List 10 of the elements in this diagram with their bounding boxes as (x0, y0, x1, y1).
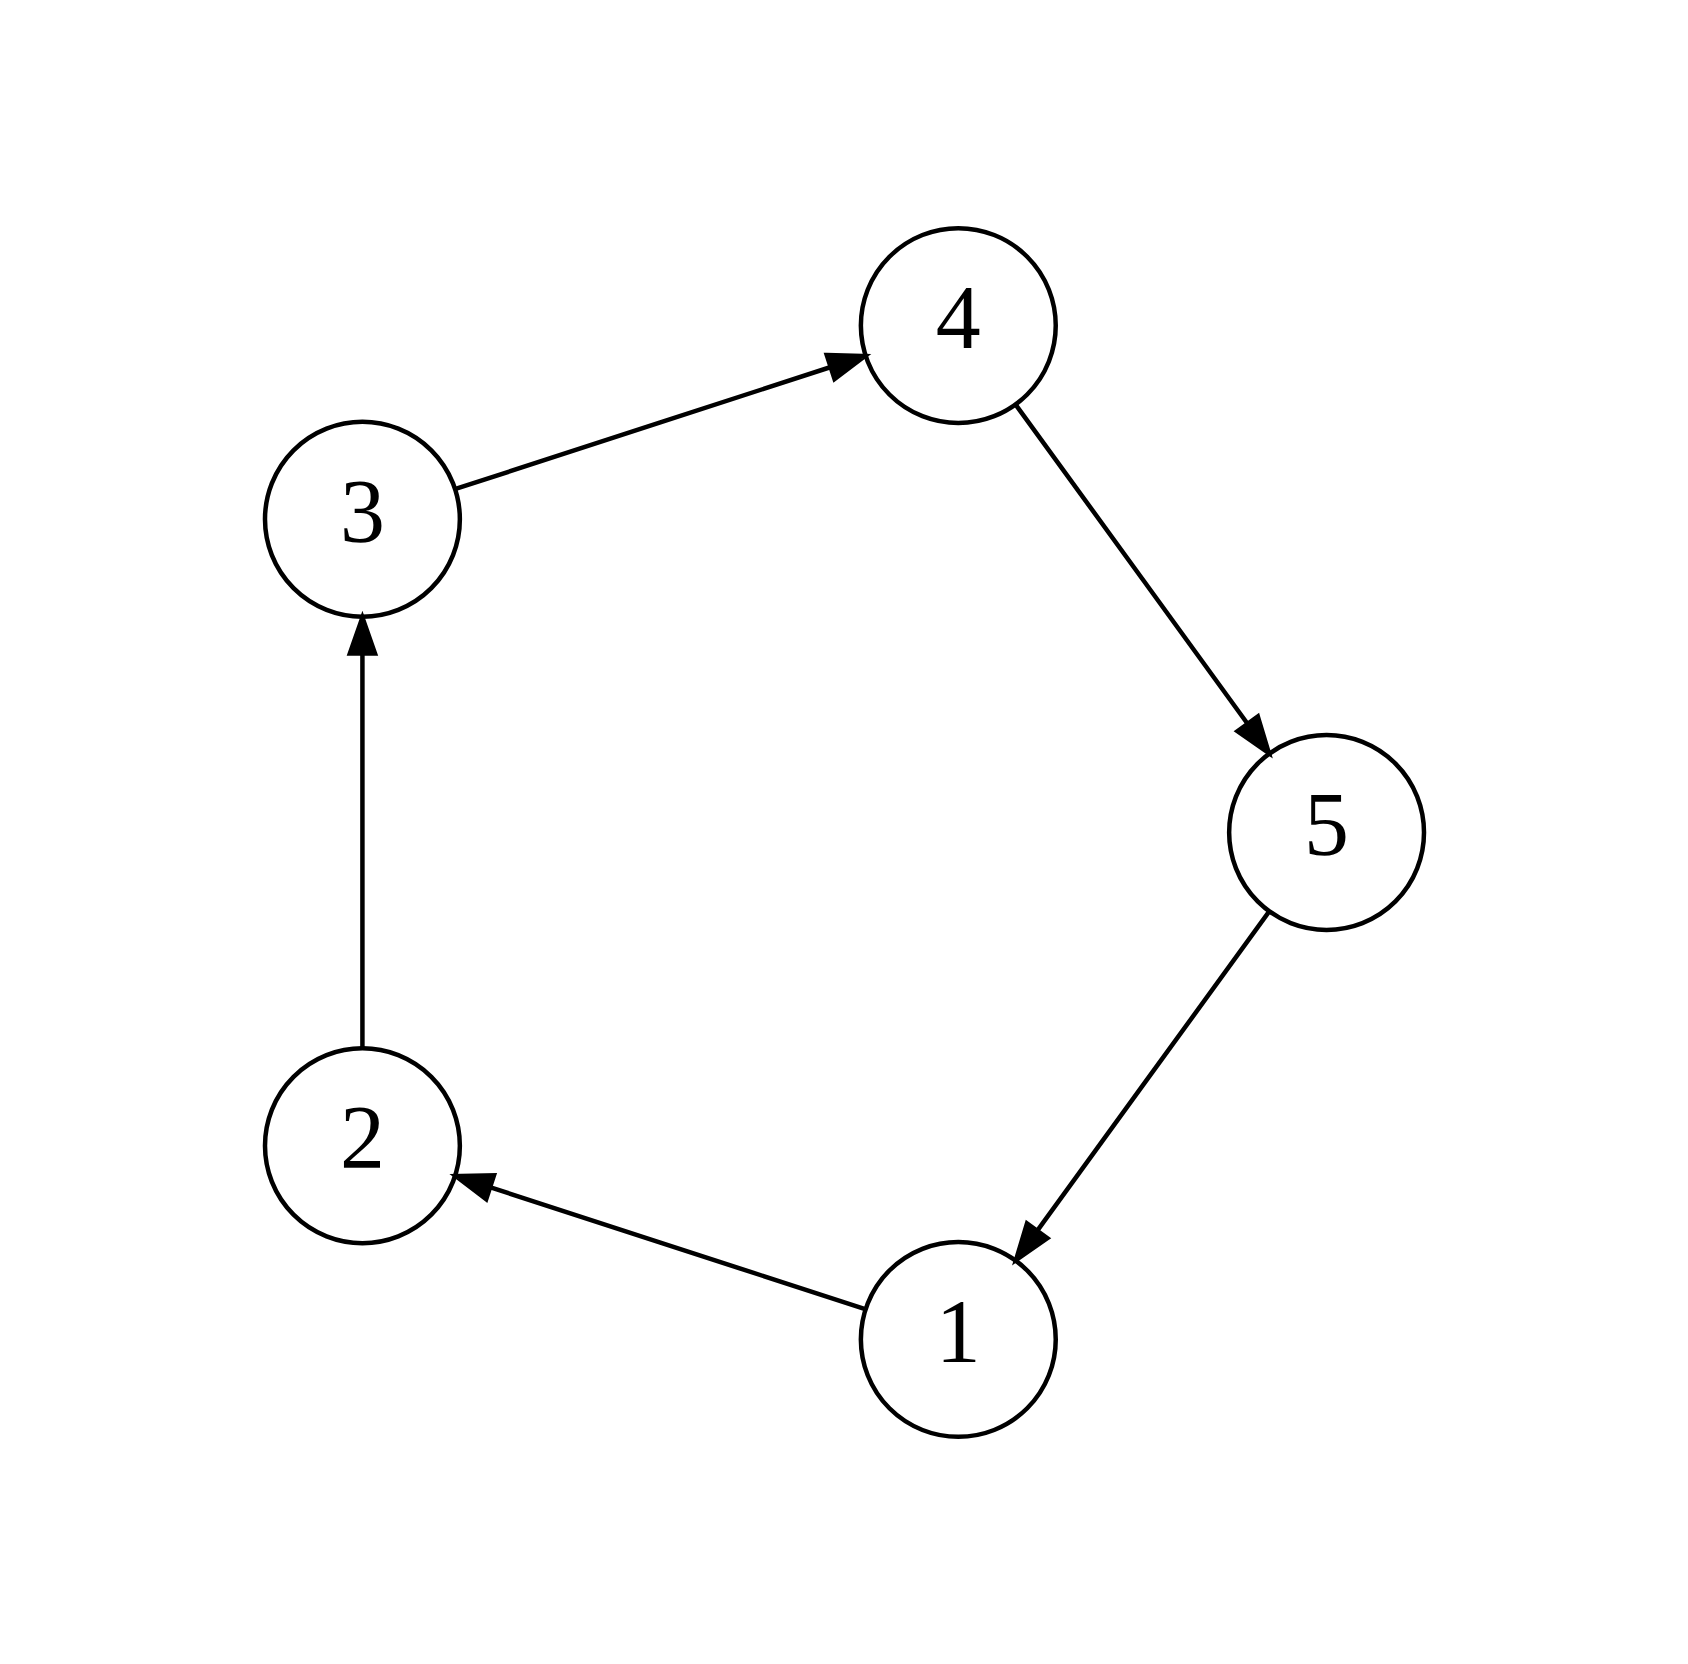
node-circle: 2 (262, 1045, 462, 1245)
arrow (448, 1172, 866, 1311)
node-circle: 3 (262, 419, 462, 619)
arrow (454, 352, 871, 491)
node-circle: 5 (1226, 732, 1426, 932)
arrow (1013, 403, 1273, 759)
arrow (346, 610, 378, 1048)
arrow (1011, 909, 1271, 1265)
node-circle: 4 (858, 225, 1058, 425)
node-circle: 1 (858, 1239, 1058, 1439)
